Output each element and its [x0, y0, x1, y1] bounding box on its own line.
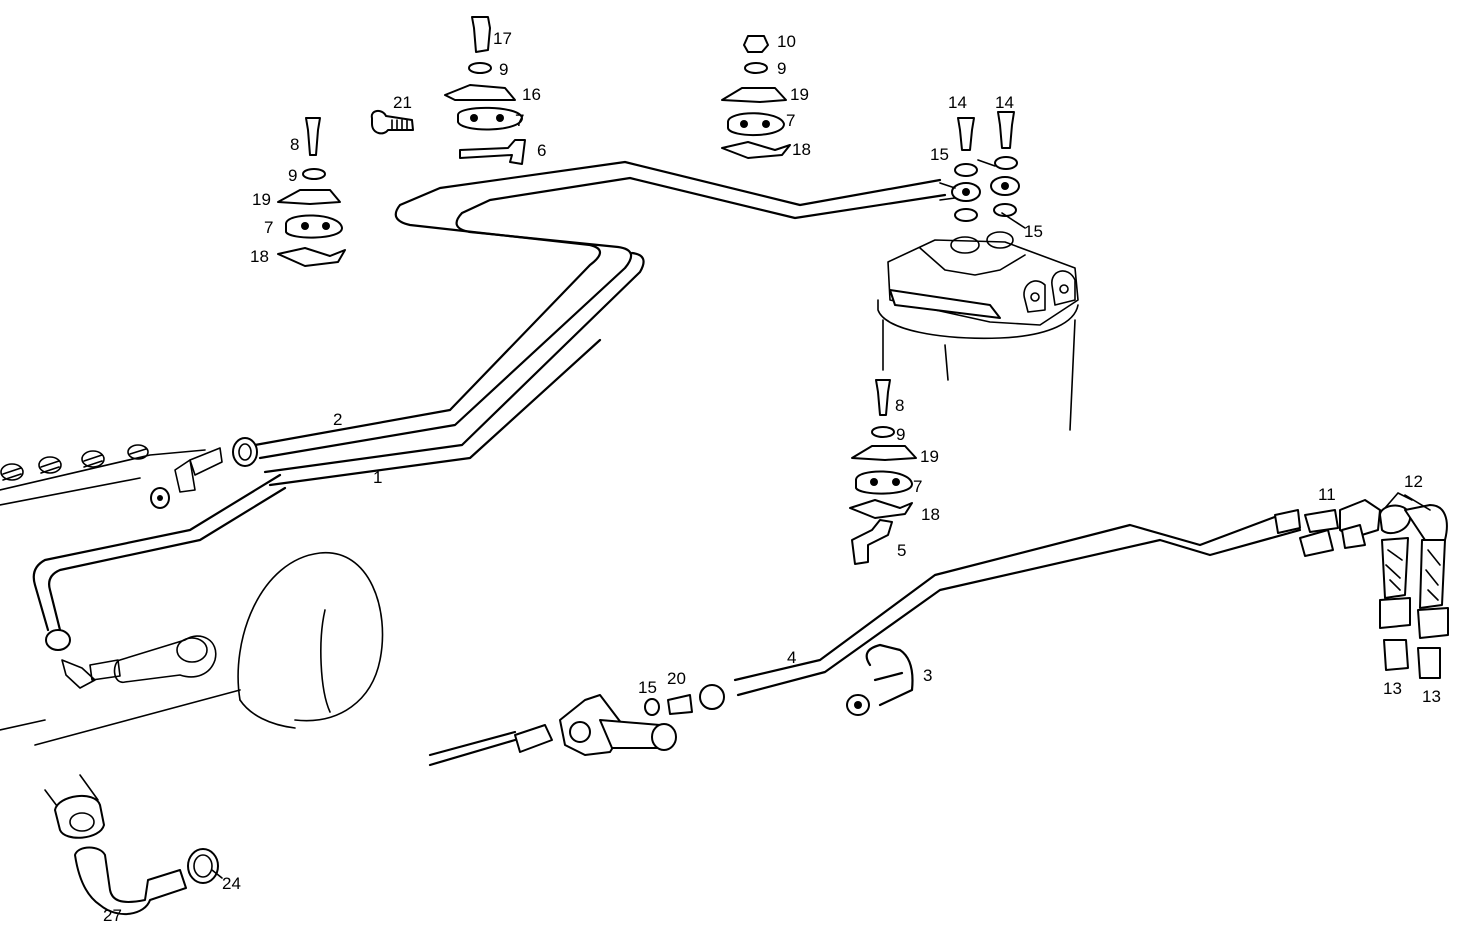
callout-19: 19	[252, 190, 271, 209]
callout-18: 18	[250, 247, 269, 266]
callout-5: 5	[897, 541, 906, 560]
callout-14: 14	[995, 93, 1014, 112]
callout-3: 3	[923, 666, 932, 685]
callout-18: 18	[792, 140, 811, 159]
callout-11: 11	[1318, 485, 1336, 504]
callout-17: 17	[493, 29, 512, 48]
callout-15: 15	[638, 678, 657, 697]
bolt-21	[370, 110, 414, 135]
fuel-line-lower-pair	[428, 513, 1302, 767]
callout-7: 7	[264, 218, 273, 237]
callout-24: 24	[222, 874, 241, 893]
fuel-line-upper-pair	[253, 160, 947, 487]
clamp-set-left	[277, 117, 346, 267]
callout-9: 9	[288, 166, 297, 185]
fittings-left	[45, 437, 258, 689]
callout-13: 13	[1422, 687, 1441, 706]
callout-4: 4	[787, 648, 796, 667]
hose-assembly	[1274, 499, 1449, 679]
callout-15: 15	[1024, 222, 1043, 241]
callout-7: 7	[515, 111, 524, 130]
engine-block-drawing	[0, 444, 384, 746]
callout-7: 7	[786, 111, 795, 130]
fuel-filter-drawing	[877, 231, 1079, 431]
leader-lines	[977, 159, 1431, 511]
callout-9: 9	[499, 60, 508, 79]
callout-12: 12	[1404, 472, 1423, 491]
callout-8: 8	[290, 135, 299, 154]
callout-9: 9	[896, 425, 905, 444]
callout-2: 2	[333, 410, 342, 429]
clamp-set-top-middle	[721, 35, 791, 159]
valve-assembly	[514, 684, 870, 756]
callout-9: 9	[777, 59, 786, 78]
callout-1: 1	[373, 468, 382, 487]
callout-14: 14	[948, 93, 967, 112]
callout-15: 15	[930, 145, 949, 164]
callout-7: 7	[913, 477, 922, 496]
callout-19: 19	[920, 447, 939, 466]
fuel-line-1-lower	[32, 473, 287, 632]
callout-6: 6	[537, 141, 546, 160]
callout-13: 13	[1383, 679, 1402, 698]
callout-27: 27	[103, 906, 122, 925]
callout-labels: 17 9 16 7 6 21 10 9 19 7 18 8 9 19 7 18 …	[103, 29, 1441, 925]
elbow-fitting-detail	[44, 774, 223, 916]
clamp-set-top-left	[444, 16, 526, 165]
callout-10: 10	[777, 32, 796, 51]
banjo-assembly	[939, 111, 1020, 222]
callout-21: 21	[393, 93, 412, 112]
callout-8: 8	[895, 396, 904, 415]
callout-19: 19	[790, 85, 809, 104]
callout-18: 18	[921, 505, 940, 524]
clamp-set-filter	[849, 379, 917, 565]
callout-16: 16	[522, 85, 541, 104]
callout-20: 20	[667, 669, 686, 688]
